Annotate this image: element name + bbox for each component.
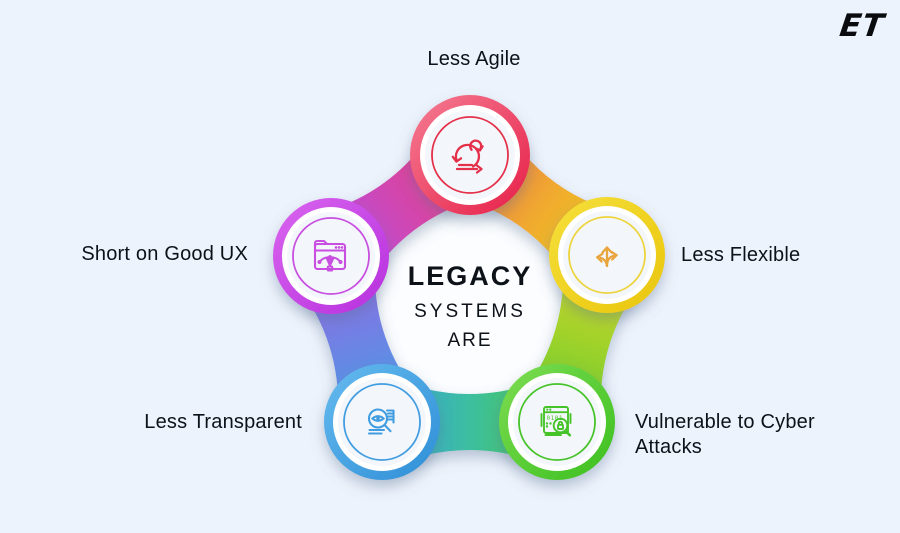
center-subtitle-2: ARE [447,330,493,351]
ux-design-icon [313,239,347,272]
secure-scan-icon: 0101 [540,406,572,437]
magnifier-eye-icon [367,408,395,435]
node-short-on-good-ux [273,198,389,314]
node-less-agile [410,95,530,215]
center-title-block: LEGACY SYSTEMS ARE [370,261,570,352]
label-less-transparent: Less Transparent [144,411,302,433]
node-less-flexible [549,197,665,313]
center-subtitle-1: SYSTEMS [414,301,526,322]
label-less-agile: Less Agile [427,48,521,70]
svg-text:0101: 0101 [547,415,563,422]
agile-sprint-icon [451,139,484,174]
et-logo: ET [837,8,887,44]
three-way-arrows-icon [596,246,618,268]
label-vulnerable-cyber: Vulnerable to Cyber Attacks [635,411,815,458]
label-less-flexible: Less Flexible [681,244,801,266]
node-vulnerable-cyber: 0101 [499,364,615,480]
node-less-transparent [324,364,440,480]
label-short-on-good-ux: Short on Good UX [81,243,248,265]
center-title: LEGACY [407,261,533,291]
